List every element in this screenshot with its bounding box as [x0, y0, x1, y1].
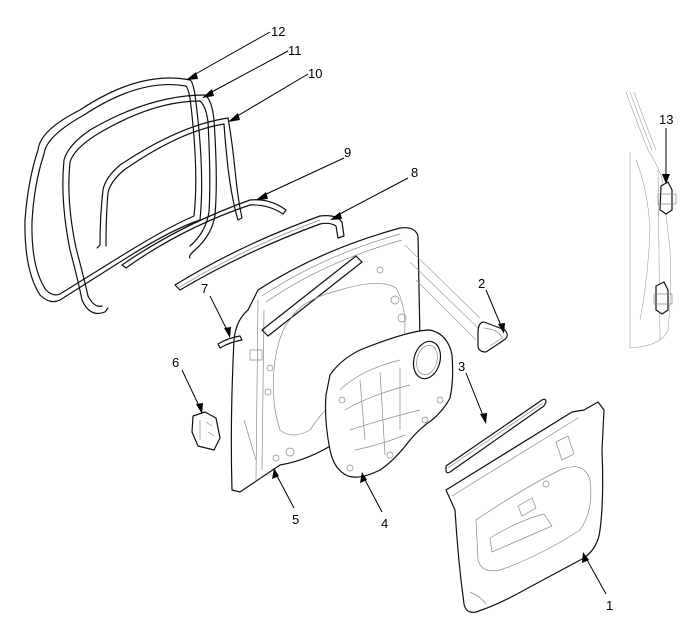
callout-10: 10 — [228, 66, 322, 122]
part-outside-handle-rod — [217, 335, 243, 349]
callout-6: 6 — [172, 355, 203, 414]
projection-lines — [404, 244, 481, 341]
callout-label-1: 1 — [606, 598, 613, 613]
part-body-side-weatherstrip — [24, 77, 203, 303]
part-outer-belt-weatherstrip — [174, 215, 345, 291]
callout-5: 5 — [272, 468, 299, 527]
callout-4: 4 — [360, 472, 388, 531]
callout-3: 3 — [458, 359, 487, 424]
callout-label-7: 7 — [201, 281, 208, 296]
part-door-module-panel — [324, 329, 454, 478]
callout-label-12: 12 — [271, 24, 285, 39]
callout-label-2: 2 — [478, 276, 485, 291]
callout-label-4: 4 — [381, 516, 388, 531]
callout-label-10: 10 — [308, 66, 322, 81]
part-door-trim-panel — [445, 401, 605, 613]
callout-1: 1 — [582, 552, 613, 613]
callout-8: 8 — [330, 165, 418, 220]
part-delta-cover — [477, 321, 508, 353]
part-inner-belt-molding — [121, 199, 287, 269]
callout-label-6: 6 — [172, 355, 179, 370]
part-door-side-weatherstrip — [62, 94, 217, 315]
callout-9: 9 — [256, 145, 351, 200]
part-door-latch — [191, 411, 221, 451]
callout-11: 11 — [202, 43, 302, 98]
callout-7: 7 — [201, 281, 231, 338]
part-door-panel — [230, 227, 421, 493]
callout-label-5: 5 — [292, 512, 299, 527]
callout-label-8: 8 — [411, 165, 418, 180]
callout-12: 12 — [186, 24, 285, 80]
inset-hinge-view — [625, 91, 677, 349]
part-inner-weatherstrip — [445, 398, 547, 474]
callout-label-11: 11 — [288, 43, 302, 58]
part-glass-run-channel — [96, 117, 243, 249]
callout-label-9: 9 — [344, 145, 351, 160]
callout-13: 13 — [659, 112, 673, 184]
callout-label-13: 13 — [659, 112, 673, 127]
callout-label-3: 3 — [458, 359, 465, 374]
callout-2: 2 — [478, 276, 505, 334]
